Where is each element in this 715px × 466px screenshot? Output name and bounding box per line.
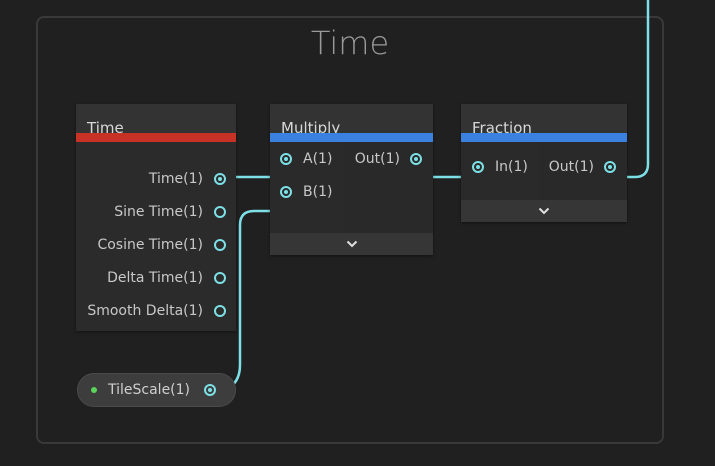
fraction-node-header[interactable]: Fraction (461, 104, 627, 142)
output-label-delta-time: Delta Time(1) (107, 269, 203, 286)
time-node-outputs: Time(1) Sine Time(1) Cosine Time(1) Delt… (76, 162, 236, 327)
output-port-out[interactable]: Out(1) (343, 142, 422, 175)
output-port-cosine-time[interactable]: Cosine Time(1) (76, 228, 226, 261)
time-node-title: Time (87, 119, 124, 137)
input-port-in[interactable]: In(1) (472, 150, 528, 183)
multiply-outputs: Out(1) (343, 142, 433, 233)
output-port-smooth-delta[interactable]: Smooth Delta(1) (76, 294, 226, 327)
time-node[interactable]: Time (76, 104, 236, 331)
output-port-time[interactable]: Time(1) (76, 162, 226, 195)
fraction-outputs: Out(1) (538, 142, 627, 200)
port-connector-icon[interactable] (214, 304, 226, 317)
multiply-node-accent-bar (270, 133, 433, 142)
multiply-node-title: Multiply (281, 119, 341, 137)
exposed-indicator (91, 387, 97, 393)
output-label-smooth-delta: Smooth Delta(1) (87, 302, 203, 319)
fraction-node[interactable]: Fraction In(1) Out(1) (461, 104, 627, 222)
property-node-tilescale[interactable]: TileScale(1) (77, 373, 236, 407)
input-label-b: B(1) (303, 183, 333, 200)
output-port-delta-time[interactable]: Delta Time(1) (76, 261, 226, 294)
input-port-a[interactable]: A(1) (280, 142, 332, 175)
fraction-inputs: In(1) (461, 142, 538, 200)
port-connector-icon[interactable] (214, 205, 226, 218)
time-node-accent-bar (76, 133, 236, 142)
input-label-in: In(1) (495, 158, 528, 175)
fraction-expand-button[interactable] (461, 200, 627, 222)
port-connector-icon[interactable] (214, 271, 226, 284)
port-connector-icon[interactable] (204, 384, 217, 396)
output-label-cosine-time: Cosine Time(1) (97, 236, 203, 253)
input-label-a: A(1) (303, 150, 333, 167)
multiply-inputs: A(1) B(1) (270, 142, 343, 233)
port-connector-icon[interactable] (280, 152, 292, 165)
fraction-node-accent-bar (461, 133, 627, 142)
fraction-node-title: Fraction (472, 119, 532, 137)
chevron-down-icon (346, 240, 357, 248)
output-port-out[interactable]: Out(1) (538, 150, 616, 183)
output-label-time: Time(1) (148, 170, 203, 187)
input-port-b[interactable]: B(1) (280, 175, 332, 208)
chevron-down-icon (538, 207, 550, 215)
port-connector-icon[interactable] (410, 152, 422, 165)
port-connector-icon[interactable] (472, 160, 484, 173)
group-title: Time (310, 24, 390, 62)
multiply-node[interactable]: Multiply A(1) B(1) Out(1) (270, 104, 433, 255)
output-label-out: Out(1) (354, 150, 400, 167)
multiply-node-header[interactable]: Multiply (270, 104, 433, 142)
port-connector-icon[interactable] (604, 160, 616, 173)
port-connector-icon[interactable] (214, 238, 226, 251)
multiply-expand-button[interactable] (270, 233, 433, 255)
output-label-out: Out(1) (548, 158, 594, 175)
time-group[interactable]: Time (36, 16, 664, 444)
property-label: TileScale(1) (108, 382, 191, 398)
port-connector-icon[interactable] (214, 172, 226, 185)
output-port-sine-time[interactable]: Sine Time(1) (76, 195, 226, 228)
output-label-sine-time: Sine Time(1) (114, 203, 203, 220)
time-node-header[interactable]: Time (76, 104, 236, 142)
port-connector-icon[interactable] (280, 185, 292, 198)
